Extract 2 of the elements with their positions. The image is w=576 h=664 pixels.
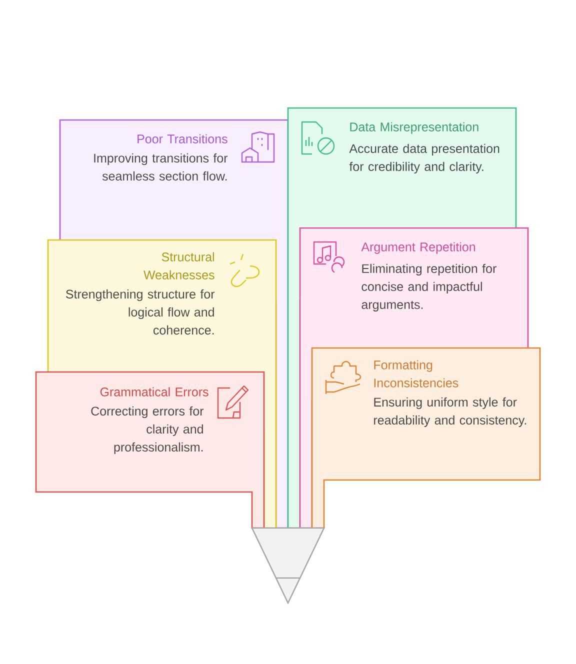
problem-card: Grammatical Errors Correcting errors for clarity and professionalism. xyxy=(35,371,265,529)
problem-card: Formatting Inconsistencies Ensuring uniform style for readability and consistency. xyxy=(311,347,541,529)
